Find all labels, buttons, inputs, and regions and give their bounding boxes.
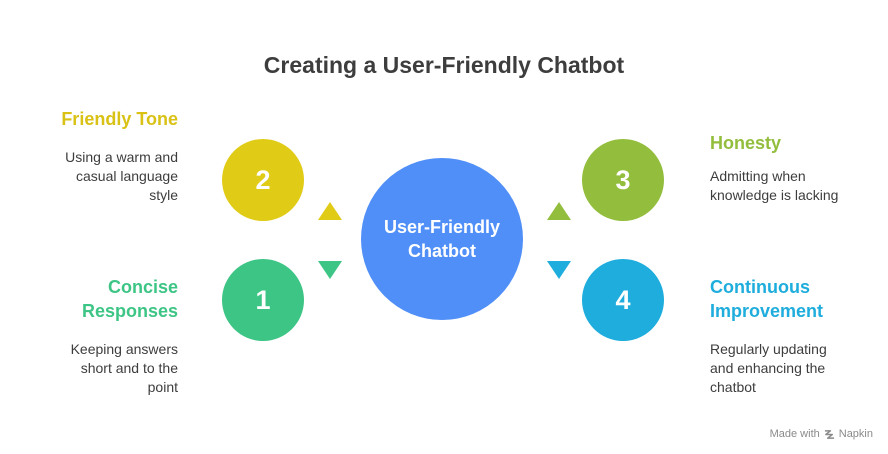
desc-line: Admitting when — [710, 168, 806, 184]
heading-line: Continuous — [710, 277, 810, 297]
made-with-napkin[interactable]: Made with Napkin — [770, 428, 873, 440]
heading-continuous-improvement: Continuous Improvement — [710, 275, 880, 323]
heading-line: Concise — [107, 277, 178, 297]
triangle-down-icon — [547, 261, 571, 279]
heading-friendly-tone: Friendly Tone — [61, 109, 178, 129]
desc-line: point — [147, 379, 178, 395]
desc-line: Using a warm and — [65, 149, 178, 165]
center-label-line2: Chatbot — [408, 241, 476, 261]
triangle-up-icon — [318, 202, 342, 220]
desc-line: chatbot — [710, 379, 756, 395]
heading-line: Improvement — [710, 301, 824, 321]
desc-continuous-improvement: Regularly updating and enhancing the cha… — [710, 340, 880, 397]
heading-line: Responses — [81, 301, 178, 321]
desc-line: and enhancing the — [710, 360, 826, 376]
desc-line: Regularly updating — [710, 341, 827, 357]
page-title: Creating a User-Friendly Chatbot — [263, 52, 625, 78]
triangle-down-icon — [318, 261, 342, 279]
desc-line: style — [149, 187, 178, 203]
heading-honesty: Honesty — [710, 133, 782, 153]
node-1-concise-responses: 1 — [222, 259, 304, 341]
desc-line: knowledge is lacking — [710, 187, 839, 203]
node-4-continuous-improvement: 4 — [582, 259, 664, 341]
brand-prefix: Made with — [769, 428, 820, 440]
napkin-logo-icon — [824, 429, 834, 439]
desc-friendly-tone: Using a warm and casual language style — [20, 148, 178, 205]
node-2-friendly-tone: 2 — [222, 139, 304, 221]
center-label-line1: User-Friendly — [383, 217, 501, 237]
desc-concise-responses: Keeping answers short and to the point — [20, 340, 178, 397]
brand-name: Napkin — [838, 428, 873, 440]
node-3-honesty: 3 — [582, 139, 664, 221]
desc-honesty: Admitting when knowledge is lacking — [710, 167, 880, 205]
heading-concise-responses: Concise Responses — [20, 275, 178, 323]
desc-line: short and to the — [80, 360, 178, 376]
desc-line: Keeping answers — [70, 341, 178, 357]
center-node: User-Friendly Chatbot — [361, 158, 523, 320]
triangle-up-icon — [547, 202, 571, 220]
desc-line: casual language — [76, 168, 178, 184]
